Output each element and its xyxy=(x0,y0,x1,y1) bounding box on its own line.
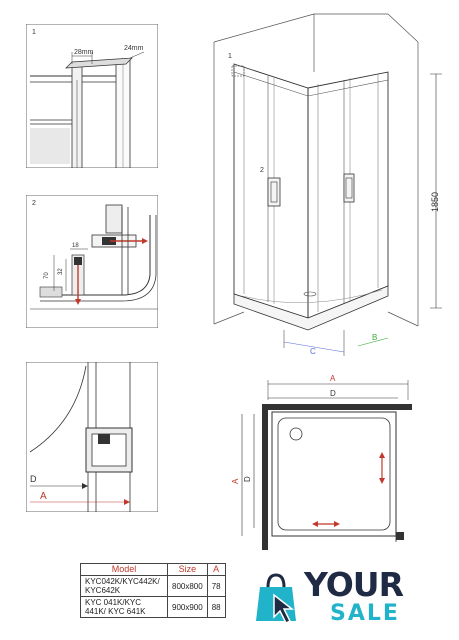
detail-1-dim-28: 28mm xyxy=(74,49,94,56)
cell-a: 88 xyxy=(206,596,226,618)
detail-3-dim-d: D xyxy=(30,474,37,484)
table-row: KYC 041K/KYC 441K/ KYC 641K 900x900 88 xyxy=(80,596,226,618)
cell-model: KYC042K/KYC442K/ KYC642K xyxy=(80,575,168,597)
top-view: A D A D xyxy=(232,374,412,550)
main-dim-c: C xyxy=(310,347,316,356)
detail-3-panel: D A xyxy=(26,362,158,512)
top-dim-d-side: D xyxy=(243,476,252,482)
top-dim-a: A xyxy=(330,374,336,383)
table-row: KYC042K/KYC442K/ KYC642K 800x800 78 xyxy=(80,575,226,597)
logo-text-your: YOUR xyxy=(304,565,404,604)
cell-model: KYC 041K/KYC 441K/ KYC 641K xyxy=(80,596,168,618)
top-dim-a-side: A xyxy=(232,478,240,484)
main-callout-2: 2 xyxy=(260,167,264,174)
header-size: Size xyxy=(167,563,208,576)
detail-2-number: 2 xyxy=(32,200,36,207)
detail-1-number: 1 xyxy=(32,29,36,36)
detail-3-dim-a: A xyxy=(40,491,47,502)
cell-a: 78 xyxy=(206,575,226,597)
logo-text-sale: SALE xyxy=(330,601,400,626)
detail-1-panel: 1 28mm 24mm xyxy=(26,24,158,168)
main-callout-1: 1 xyxy=(228,53,232,60)
main-dim-b: B xyxy=(372,333,377,342)
main-view: 1 2 C B 1850 xyxy=(213,13,442,356)
shopping-bag-cursor-icon xyxy=(256,573,296,625)
main-height: 1850 xyxy=(430,192,440,212)
cell-size: 800x800 xyxy=(167,575,208,597)
detail-2-dim-70: 70 xyxy=(44,272,50,279)
cell-size: 900x900 xyxy=(167,596,208,618)
top-dim-d: D xyxy=(330,389,336,398)
detail-1-dim-24: 24mm xyxy=(124,45,144,52)
header-a: A xyxy=(206,563,226,576)
detail-2-panel: 2 18 70 32 xyxy=(26,195,158,328)
your-sale-logo: YOUR SALE xyxy=(252,565,404,631)
table-header-row: Model Size A xyxy=(80,563,226,576)
header-model: Model xyxy=(80,563,168,576)
detail-2-dim-18: 18 xyxy=(72,243,79,249)
detail-2-dim-32: 32 xyxy=(58,268,64,275)
spec-table: Model Size A KYC042K/KYC442K/ KYC642K 80… xyxy=(80,563,226,618)
